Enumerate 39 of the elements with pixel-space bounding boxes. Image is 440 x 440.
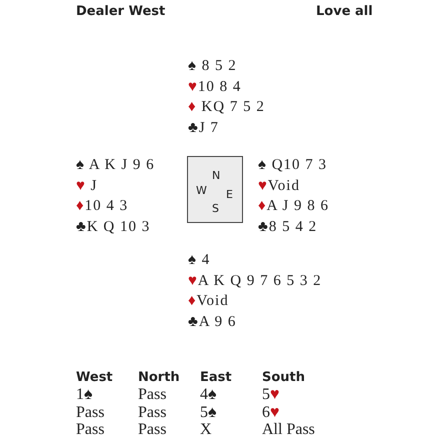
column-header: South <box>262 370 306 385</box>
suit-holding: ♥Void <box>258 178 300 194</box>
heading: Dealer West <box>76 4 166 19</box>
bid-cell: Pass <box>138 386 166 404</box>
bid-cell: 6♥ <box>262 404 280 422</box>
suit-holding: ♥A K Q 9 7 6 5 3 2 <box>188 272 322 290</box>
suit-holding: ♦Void <box>188 293 229 310</box>
suit-holding: ♦A J 9 8 6 <box>258 198 329 215</box>
suit-holding: ♦ KQ 7 5 2 <box>188 99 265 116</box>
bid-cell: 5♠ <box>200 404 216 422</box>
bid-cell: Pass <box>76 404 104 422</box>
suit-holding: ♣K Q 10 3 <box>76 218 150 236</box>
heading: Love all <box>316 4 373 19</box>
column-header: East <box>200 370 232 385</box>
suit-holding: ♦10 4 3 <box>76 198 128 215</box>
bid-cell: All Pass <box>262 421 315 439</box>
suit-holding: ♠ Q10 7 3 <box>258 157 328 174</box>
bid-cell: 4♠ <box>200 386 216 404</box>
compass-letter: E <box>226 188 233 201</box>
suit-holding: ♥10 8 4 <box>188 78 242 96</box>
suit-holding: ♣8 5 4 2 <box>258 218 318 236</box>
suit-holding: ♠ 4 <box>188 252 210 269</box>
bid-cell: 1♠ <box>76 386 92 404</box>
compass-box <box>187 156 243 223</box>
suit-holding: ♣J 7 <box>188 120 219 136</box>
suit-holding: ♠ A K J 9 6 <box>76 157 155 174</box>
bid-cell: 5♥ <box>262 386 280 404</box>
column-header: West <box>76 370 113 385</box>
compass-letter: S <box>212 202 219 215</box>
compass-letter: W <box>196 184 207 197</box>
suit-holding: ♥ J <box>76 178 98 194</box>
column-header: North <box>138 370 180 385</box>
bid-cell: Pass <box>138 421 166 439</box>
suit-holding: ♠ 8 5 2 <box>188 58 237 75</box>
compass-letter: N <box>212 169 220 182</box>
bid-cell: X <box>200 421 212 439</box>
bid-cell: Pass <box>76 421 104 439</box>
suit-holding: ♣A 9 6 <box>188 314 236 330</box>
bid-cell: Pass <box>138 404 166 422</box>
